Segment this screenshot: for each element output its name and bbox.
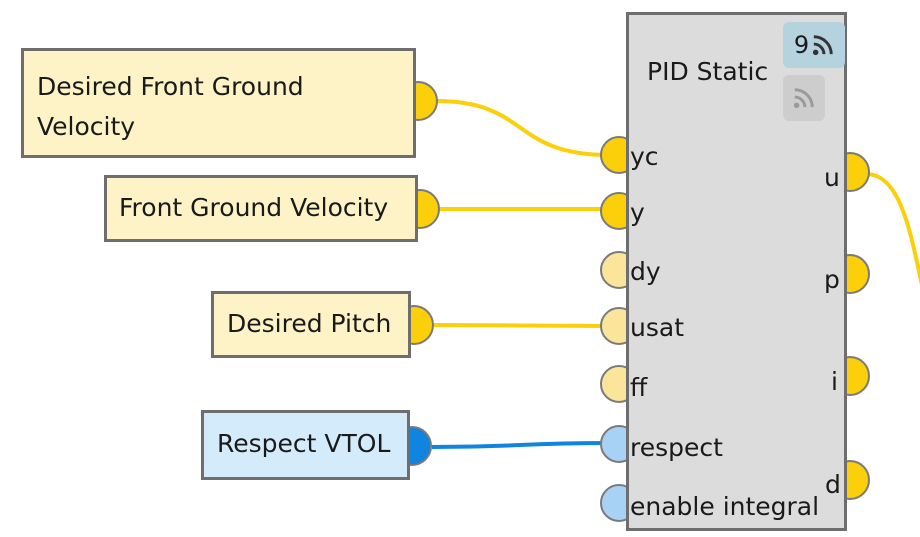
node-label: Front Ground Velocity [119,193,389,222]
input-label-usat: usat [630,313,684,342]
node-desired-pitch[interactable]: Desired Pitch [211,291,411,358]
signal-count-badge[interactable]: 9 [783,22,845,68]
wire-u-outgoing[interactable] [865,172,920,286]
output-label-d: d [825,470,841,499]
wire-pitch-to-usat[interactable] [431,323,611,328]
input-label-ff: ff [630,373,648,402]
output-label-p: p [824,265,840,294]
node-respect-vtol[interactable]: Respect VTOL [201,410,410,480]
output-label-u: u [824,163,840,192]
input-label-y: y [630,198,645,227]
signal-toggle-badge[interactable] [783,75,825,121]
rss-icon [813,35,833,56]
wire-vtol-to-respect[interactable] [431,441,611,449]
rss-icon [793,88,814,109]
input-label-dy: dy [630,257,661,286]
input-label-respect: respect [630,433,723,462]
input-label-enable-integral: enable integral [630,492,820,521]
node-label: Respect VTOL [217,429,391,458]
pid-static-block[interactable]: PID Static 9 yc y dy usat ff respect ena… [626,12,847,531]
node-desired-front-ground-velocity[interactable]: Desired Front Ground Velocity [21,48,416,158]
node-label: Desired Pitch [227,309,392,338]
wire-desired-velocity-to-yc[interactable] [435,99,611,157]
node-label: Desired Front Ground Velocity [37,72,304,141]
node-front-ground-velocity[interactable]: Front Ground Velocity [104,175,418,242]
signal-count: 9 [793,31,810,59]
block-title: PID Static [647,57,769,86]
output-label-i: i [831,367,838,396]
input-label-yc: yc [630,142,659,171]
